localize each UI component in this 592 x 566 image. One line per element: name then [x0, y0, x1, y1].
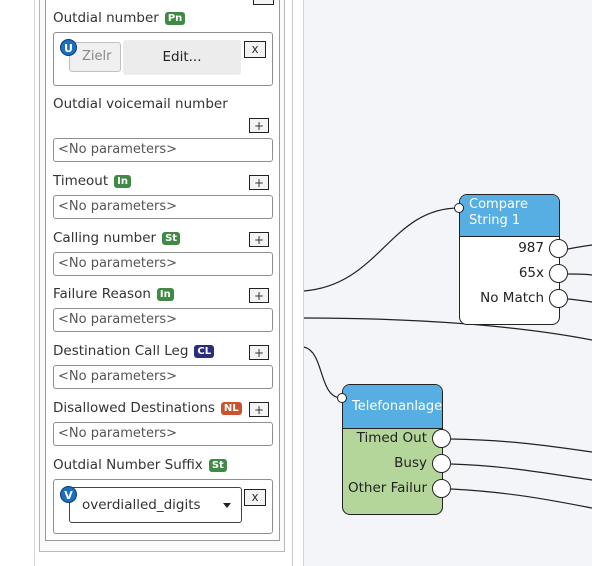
- wire-987-out[interactable]: [567, 244, 592, 250]
- param-type-badge: St: [162, 231, 181, 245]
- wire-timedout-out[interactable]: [450, 438, 592, 453]
- wire-other-out[interactable]: [450, 488, 592, 509]
- timeout-param-field[interactable]: <No parameters>: [53, 195, 273, 219]
- failure-reason-param-field[interactable]: <No parameters>: [53, 308, 273, 332]
- splitter[interactable]: [292, 0, 293, 566]
- variable-icon: V: [60, 486, 77, 503]
- remove-outdial-number-button[interactable]: x: [244, 41, 266, 58]
- add-calling-number-param-button[interactable]: +: [249, 232, 269, 247]
- suffix-variable-selected: overdialled_digits: [82, 497, 201, 513]
- param-type-badge: Pn: [164, 11, 186, 25]
- outdial-number-suffix-label-text: Outdial Number Suffix: [53, 457, 203, 473]
- compare-node-title-1: Compare: [469, 197, 528, 212]
- disallowed-destinations-label: Disallowed Destinations NL: [53, 400, 242, 416]
- disallowed-destinations-label-text: Disallowed Destinations: [53, 400, 215, 416]
- failure-reason-label-text: Failure Reason: [53, 286, 151, 302]
- compare-output-65x-label: 65x: [518, 265, 544, 281]
- wire-to-telefon[interactable]: [303, 346, 343, 399]
- timeout-label-text: Timeout: [53, 173, 109, 189]
- wire-nomatch-out[interactable]: [567, 298, 592, 303]
- telefon-output-busy-label: Busy: [394, 455, 427, 471]
- param-type-badge: NL: [220, 401, 242, 415]
- failure-reason-label: Failure Reason In: [53, 286, 174, 302]
- telefon-port-timedout[interactable]: [432, 429, 451, 448]
- compare-port-nomatch[interactable]: [549, 289, 568, 308]
- edit-button[interactable]: Edit...: [123, 40, 241, 75]
- telefon-output-timedout-label: Timed Out: [356, 430, 427, 446]
- telefon-port-busy[interactable]: [432, 454, 451, 473]
- compare-input-port[interactable]: [454, 203, 464, 213]
- compare-output-987-label: 987: [518, 240, 544, 256]
- param-type-badge: In: [156, 287, 174, 301]
- add-failure-reason-param-button[interactable]: +: [249, 288, 269, 303]
- compare-port-65x[interactable]: [549, 264, 568, 283]
- destination-call-leg-param-field[interactable]: <No parameters>: [53, 365, 273, 389]
- previous-add-button[interactable]: [253, 0, 274, 5]
- param-type-badge: CL: [194, 344, 215, 358]
- timeout-label: Timeout In: [53, 173, 131, 189]
- telefon-node-title: Telefonanlage: [352, 399, 442, 414]
- outdial-number-label-text: Outdial number: [53, 10, 159, 26]
- add-voicemail-param-button[interactable]: +: [249, 118, 269, 133]
- calling-number-label: Calling number St: [53, 230, 181, 246]
- outdial-number-suffix-label: Outdial Number Suffix St: [53, 457, 227, 473]
- destination-call-leg-label-text: Destination Call Leg: [53, 343, 189, 359]
- outdial-number-value[interactable]: Zielr: [69, 42, 121, 72]
- disallowed-destinations-param-field[interactable]: <No parameters>: [53, 422, 273, 446]
- param-type-badge: In: [114, 174, 131, 188]
- compare-node-header[interactable]: Compare String 1: [460, 195, 559, 237]
- add-destination-call-leg-param-button[interactable]: +: [249, 345, 269, 360]
- user-variable-icon: U: [60, 39, 77, 56]
- compare-node-title-2: String 1: [469, 213, 521, 228]
- wire-65x-out[interactable]: [567, 273, 592, 276]
- calling-number-param-field[interactable]: <No parameters>: [53, 252, 273, 276]
- calling-number-label-text: Calling number: [53, 230, 157, 246]
- telefon-node-header[interactable]: Telefonanlage: [343, 385, 442, 429]
- add-timeout-param-button[interactable]: +: [249, 175, 269, 190]
- caret-down-icon: [223, 503, 231, 508]
- wire-to-compare[interactable]: [303, 207, 460, 292]
- compare-port-987[interactable]: [549, 239, 568, 258]
- remove-suffix-button[interactable]: x: [244, 489, 266, 506]
- telefonanlage-node[interactable]: Telefonanlage: [342, 384, 443, 515]
- param-type-badge: St: [208, 458, 227, 472]
- suffix-variable-select[interactable]: overdialled_digits: [69, 487, 242, 523]
- compare-output-nomatch-label: No Match: [480, 290, 544, 306]
- outdial-voicemail-label: Outdial voicemail number: [53, 96, 228, 112]
- outdial-number-label: Outdial number Pn: [53, 10, 186, 26]
- outdial-voicemail-label-text: Outdial voicemail number: [53, 96, 228, 112]
- voicemail-param-field[interactable]: <No parameters>: [53, 138, 273, 162]
- telefon-input-port[interactable]: [337, 393, 347, 403]
- telefon-output-other-label: Other Failur: [347, 480, 427, 496]
- wire-busy-out[interactable]: [450, 463, 592, 481]
- destination-call-leg-label: Destination Call Leg CL: [53, 343, 215, 359]
- left-margin: [0, 0, 35, 566]
- compare-string-node[interactable]: Compare String 1: [459, 194, 560, 325]
- telefon-port-other[interactable]: [432, 479, 451, 498]
- add-disallowed-destinations-param-button[interactable]: +: [249, 402, 269, 417]
